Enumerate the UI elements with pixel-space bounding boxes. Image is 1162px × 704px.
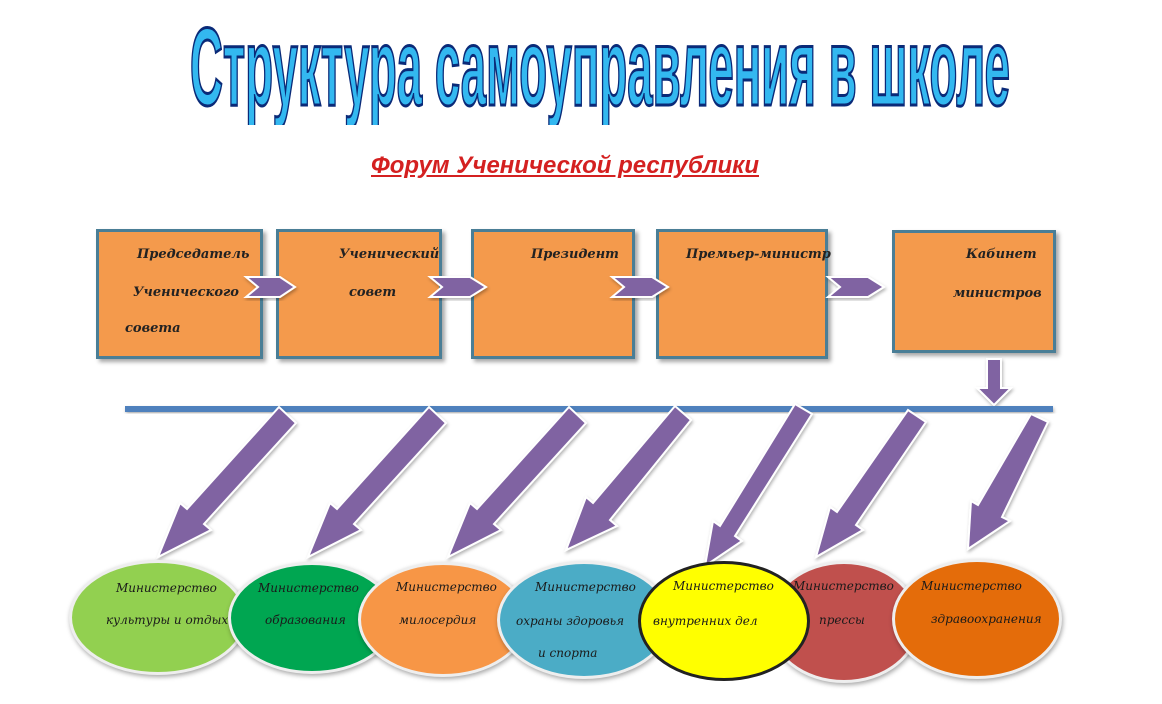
oval-charity-line-1: Министерство — [396, 580, 497, 594]
horizontal-bar — [125, 406, 1053, 412]
box-prime-minister-line-1: Премьер-министр — [686, 247, 831, 262]
chevron-arrow-3 — [609, 276, 670, 298]
subtitle: Форум Ученической республики — [371, 152, 759, 179]
oval-internal-affairs-line-2: внутренних дел — [653, 614, 758, 628]
chevron-arrow-4 — [825, 276, 886, 298]
box-cabinet-line-1: Кабинет — [966, 247, 1037, 262]
box-chairman-line-2: Ученического — [133, 285, 239, 300]
box-student-council-line-1: Ученический — [339, 247, 440, 262]
down-arrow — [974, 358, 1014, 407]
oval-education-line-2: образования — [265, 613, 346, 627]
box-chairman-line-1: Председатель — [137, 247, 250, 262]
title-wordart: Структура самоуправления в школе — [189, 5, 1012, 126]
oval-education-line-1: Министерство — [258, 581, 359, 595]
oval-health-sport-line-3: и спорта — [538, 646, 598, 660]
diagonal-arrow-6 — [814, 408, 928, 560]
box-president-line-1: Президент — [531, 247, 619, 262]
diagonal-arrow-4 — [564, 404, 693, 552]
oval-health-sport-line-1: Министерство — [535, 580, 636, 594]
box-prime-minister: Премьер-министр — [656, 229, 831, 359]
diagonal-arrow-5 — [703, 402, 814, 569]
oval-healthcare-line-1: Министерство — [921, 579, 1022, 593]
oval-healthcare: Министерство здравоохранения — [892, 559, 1062, 679]
box-chairman-line-3: совета — [125, 321, 181, 336]
diagonal-arrow-1 — [156, 405, 298, 560]
diagonal-arrow-2 — [306, 405, 448, 560]
diagonal-arrow-3 — [446, 405, 588, 560]
oval-health-sport-line-2: охраны здоровья — [516, 614, 625, 628]
oval-internal-affairs: Министерство внутренних дел — [638, 561, 810, 681]
oval-culture: Министерство культуры и отдыха — [69, 560, 247, 675]
box-student-council-line-2: совет — [349, 285, 397, 300]
box-cabinet: Кабинет министров — [892, 230, 1056, 353]
oval-internal-affairs-line-1: Министерство — [673, 579, 774, 593]
chevron-arrow-1 — [243, 276, 297, 298]
oval-charity-line-2: милосердия — [399, 613, 477, 627]
chevron-arrow-2 — [427, 276, 488, 298]
diagonal-arrows — [156, 402, 1050, 569]
oval-culture-line-2: культуры и отдыха — [106, 613, 236, 627]
oval-culture-line-1: Министерство — [116, 581, 217, 595]
box-cabinet-line-2: министров — [953, 286, 1042, 301]
diagonal-arrow-7 — [966, 412, 1050, 551]
page-title: Структура самоуправления в школе — [190, 6, 1010, 125]
oval-healthcare-line-2: здравоохранения — [931, 612, 1042, 626]
